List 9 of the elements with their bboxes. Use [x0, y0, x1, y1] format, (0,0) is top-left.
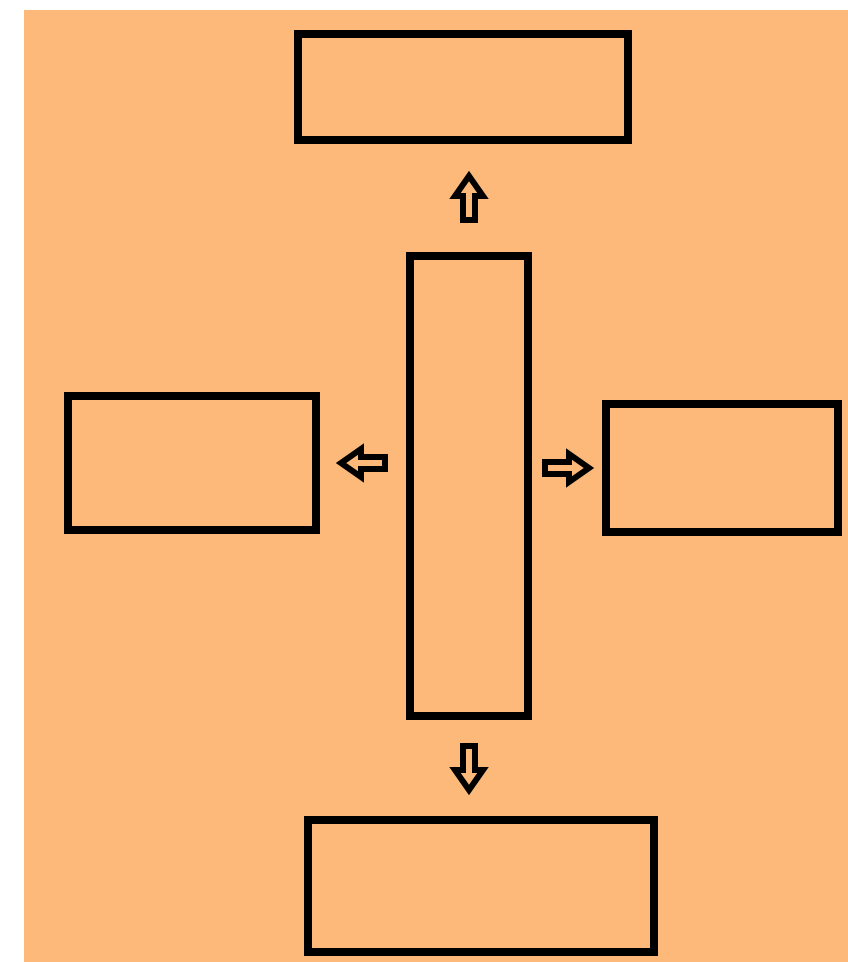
empty-box: [602, 400, 842, 536]
empty-box: [294, 30, 632, 144]
empty-box: [304, 816, 658, 956]
empty-box: [406, 252, 532, 720]
block-arrow: [449, 170, 489, 223]
block-arrow: [449, 743, 489, 796]
empty-box: [64, 392, 320, 534]
block-arrow: [542, 448, 595, 488]
block-arrow: [335, 443, 388, 483]
